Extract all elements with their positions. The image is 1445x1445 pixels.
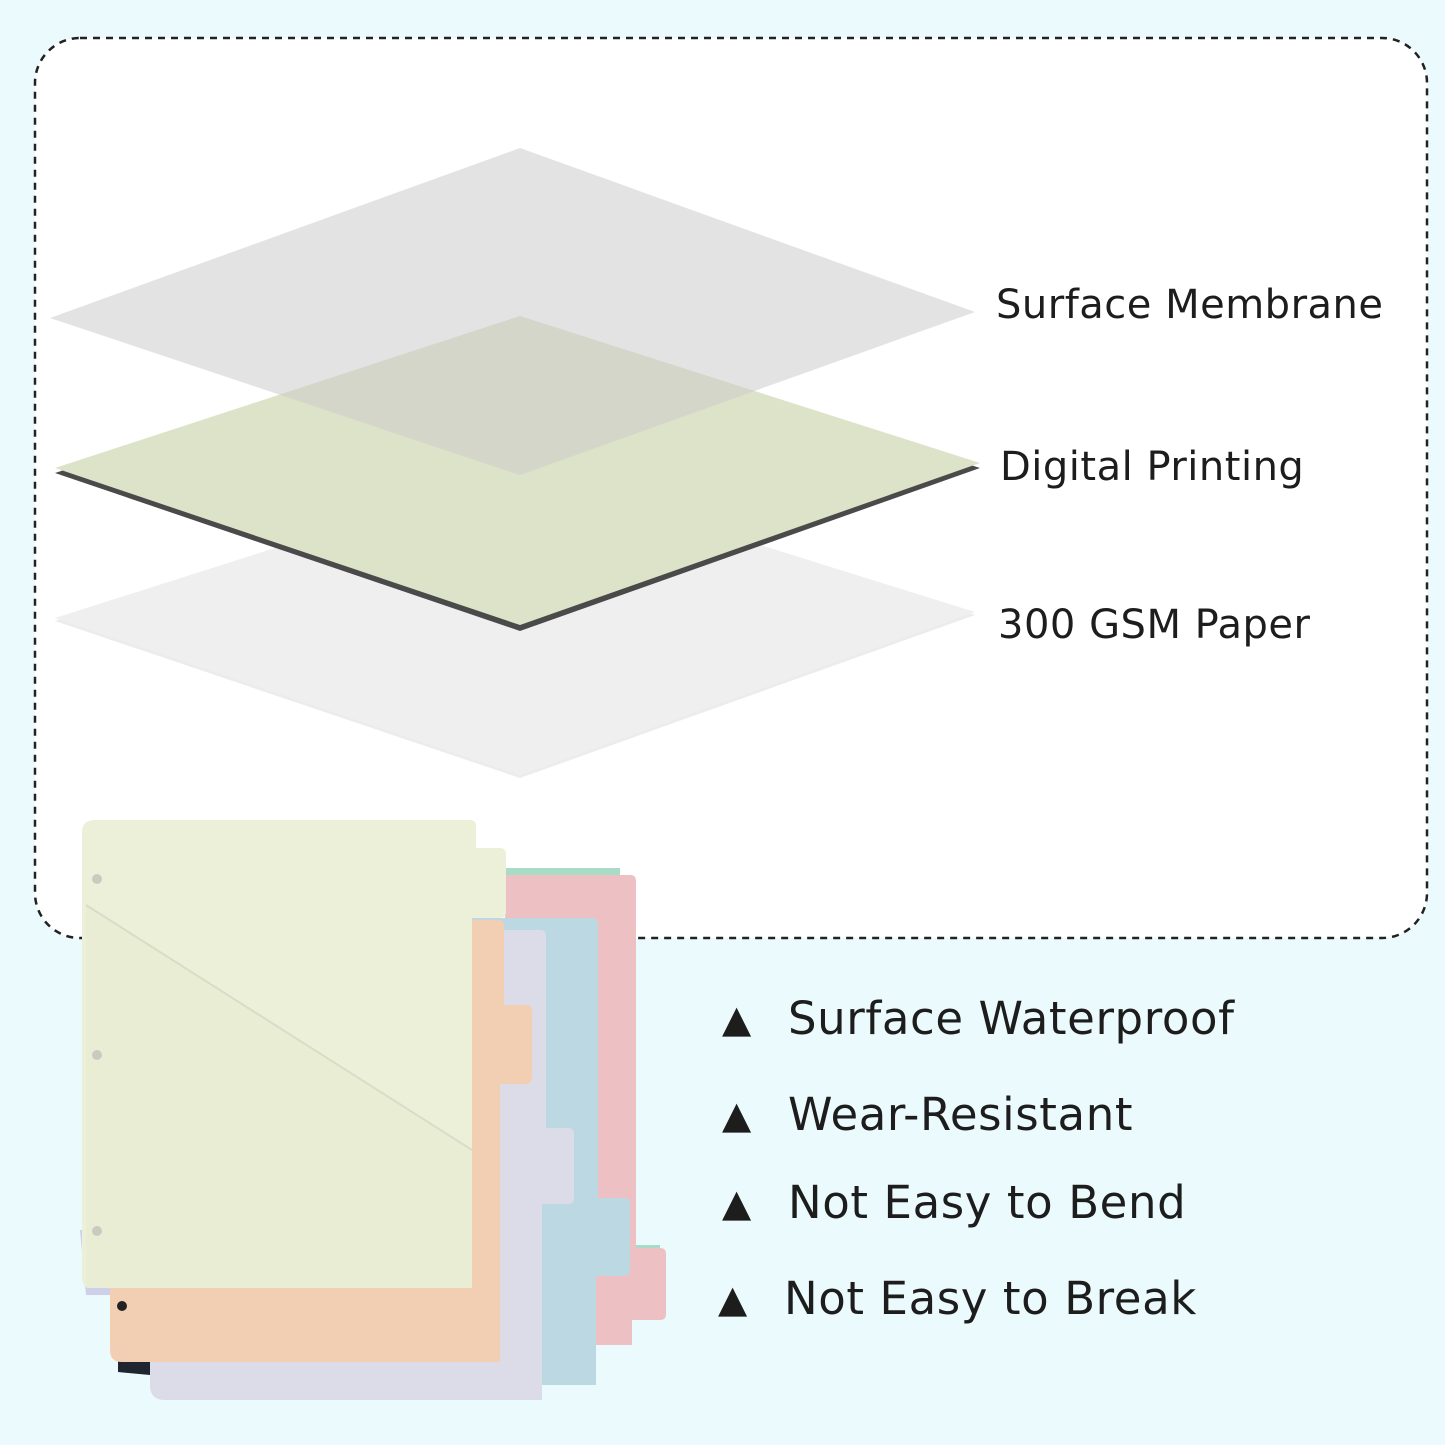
feature-not-easy-to-break: ▲ Not Easy to Break: [718, 1272, 1197, 1325]
tab-dividers-image: [80, 820, 666, 1400]
layer-label-surface-membrane: Surface Membrane: [996, 282, 1384, 328]
feature-label: Surface Waterproof: [788, 992, 1235, 1045]
punch-hole: [92, 1050, 102, 1060]
triangle-bullet-icon: ▲: [718, 1276, 748, 1321]
punch-hole: [92, 1226, 102, 1236]
triangle-bullet-icon: ▲: [722, 996, 752, 1041]
triangle-bullet-icon: ▲: [722, 1180, 752, 1225]
feature-not-easy-to-bend: ▲ Not Easy to Bend: [722, 1176, 1186, 1229]
feature-label: Not Easy to Bend: [788, 1176, 1187, 1229]
feature-label: Not Easy to Break: [784, 1272, 1197, 1325]
membrane-layer: [50, 148, 975, 475]
feature-label: Wear-Resistant: [788, 1088, 1134, 1141]
punch-hole: [117, 1301, 127, 1311]
punch-hole: [92, 874, 102, 884]
feature-surface-waterproof: ▲ Surface Waterproof: [722, 992, 1235, 1045]
layer-label-300-gsm-paper: 300 GSM Paper: [998, 602, 1311, 648]
divider-pocket: [86, 905, 472, 1288]
triangle-bullet-icon: ▲: [722, 1092, 752, 1137]
layer-label-digital-printing: Digital Printing: [1000, 444, 1305, 490]
feature-wear-resistant: ▲ Wear-Resistant: [722, 1088, 1133, 1141]
